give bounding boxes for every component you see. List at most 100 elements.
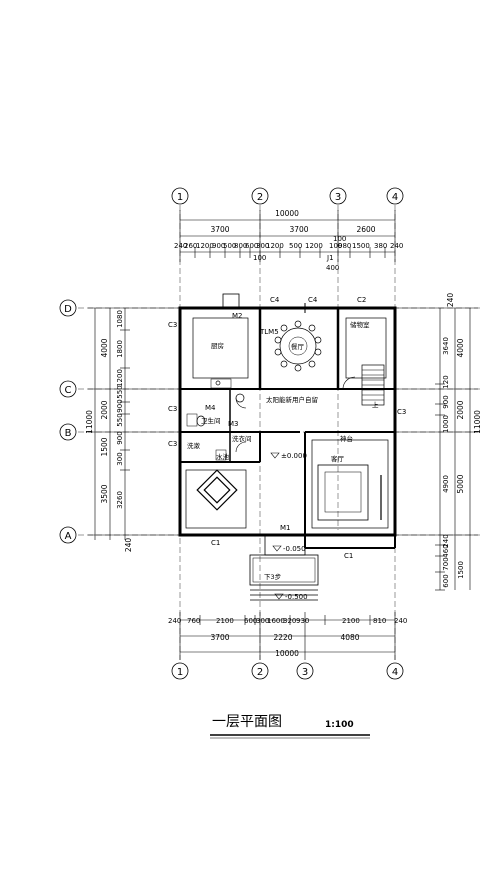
left-detail-5: 550 xyxy=(116,413,124,426)
top-span-3: 2600 xyxy=(356,225,375,234)
bottom-span-2: 2220 xyxy=(273,633,292,642)
left-detail-1: 1800 xyxy=(116,340,124,358)
axis-left-a: A xyxy=(65,531,72,542)
top-detail-14: 380 xyxy=(374,242,387,250)
bottom-detail-10: 240 xyxy=(394,617,407,625)
left-span-2: 1500 xyxy=(100,437,109,456)
right-detail-8: 600 xyxy=(442,574,450,587)
tag-c1-left: C1 xyxy=(211,539,220,547)
top-detail-0: 240 xyxy=(174,242,187,250)
right-span-1: 2000 xyxy=(456,400,465,419)
left-total: 11000 xyxy=(85,410,94,434)
living-label: 客厅 xyxy=(331,454,345,463)
opening-tags: C3 M2 C4 C4 C2 TLM5 C3 M4 M3 C3 C3 M1 C1… xyxy=(168,254,406,560)
bottom-detail-7: 930 xyxy=(296,617,309,625)
kitchen-label: 厨房 xyxy=(211,341,224,350)
top-detail-5: 800 xyxy=(234,242,247,250)
axis-bottom-2: 2 xyxy=(257,667,263,678)
axis-top-1: 1 xyxy=(177,192,183,203)
right-detail-0: 3640 xyxy=(442,337,450,355)
tag-m1: M1 xyxy=(280,524,291,532)
top-span-1: 3700 xyxy=(210,225,229,234)
laundry-label: 洗衣间 xyxy=(232,434,252,443)
axis-bottom-3: 3 xyxy=(302,667,308,678)
bottom-detail-0: 240 xyxy=(168,617,181,625)
top-detail-4: 500 xyxy=(223,242,236,250)
storage-label: 储物室 xyxy=(350,320,370,329)
axis-bottom-1: 1 xyxy=(177,667,183,678)
left-detail-0: 1080 xyxy=(116,310,124,328)
right-detail-9: 1500 xyxy=(457,561,465,579)
top-detail-9: 500 xyxy=(289,242,302,250)
left-span-4: 240 xyxy=(124,538,133,553)
top-detail-11: 100 xyxy=(329,242,342,250)
left-detail-8: 3260 xyxy=(116,491,124,509)
dimension-lines xyxy=(88,210,478,660)
axis-left-d: D xyxy=(64,304,72,315)
right-detail-3: 1000 xyxy=(442,415,450,433)
tag-c3-lower: C3 xyxy=(168,440,177,448)
top-detail-13: 1500 xyxy=(352,242,370,250)
drawing-title: 一层平面图 1:100 xyxy=(210,714,370,739)
tag-c1-right: C1 xyxy=(344,552,353,560)
tag-c4-left: C4 xyxy=(270,296,280,304)
tag-c3-top: C3 xyxy=(168,321,177,329)
dining-label: 餐厅 xyxy=(291,342,305,351)
right-detail-6: 460 xyxy=(442,544,450,557)
tag-m3: M3 xyxy=(228,420,239,428)
left-span-3: 3500 xyxy=(100,484,109,503)
top-total: 10000 xyxy=(275,209,299,218)
toilet-label: 卫生间 xyxy=(201,416,221,425)
top-detail-15: 240 xyxy=(390,242,403,250)
bottom-detail-5: 1600 xyxy=(267,617,285,625)
walls xyxy=(178,293,397,601)
tag-m4: M4 xyxy=(205,404,216,412)
top-detail-6: 600 xyxy=(245,242,258,250)
bottom-detail-9: 810 xyxy=(373,617,386,625)
tag-c4-right: C4 xyxy=(308,296,318,304)
bottom-detail-8: 2100 xyxy=(342,617,360,625)
solar-note: 太阳能新用户自留 xyxy=(266,395,318,404)
bottom-span-3: 4080 xyxy=(340,633,359,642)
furniture xyxy=(186,320,382,521)
altar-label: 神台 xyxy=(340,434,353,443)
top-note-2: 400 xyxy=(326,264,339,272)
tag-m2: M2 xyxy=(232,312,243,320)
right-detail-2: 900 xyxy=(442,395,450,408)
left-detail-7: 300 xyxy=(116,452,124,465)
stair-up-label: 上 xyxy=(372,400,379,409)
top-note-0: 100 xyxy=(253,254,266,262)
right-span-2: 5000 xyxy=(456,474,465,493)
tag-j1: J1 xyxy=(326,254,334,262)
right-detail-4: 4900 xyxy=(442,475,450,493)
level-ground: -0.500 xyxy=(285,593,308,601)
bottom-dimensions: 240 760 2100 600 300 1600 320 930 2100 8… xyxy=(168,617,407,658)
left-detail-3: 550 xyxy=(116,385,124,398)
top-detail-2: 1200 xyxy=(196,242,214,250)
left-detail-4: 900 xyxy=(116,399,124,412)
right-detail-1: 120 xyxy=(442,375,450,388)
left-detail-6: 900 xyxy=(116,431,124,444)
tag-tlm5: TLM5 xyxy=(259,328,279,336)
right-span-0: 4000 xyxy=(456,338,465,357)
axis-top-2: 2 xyxy=(257,192,263,203)
right-total: 11000 xyxy=(473,410,482,434)
wash-label: 洗漱 xyxy=(187,441,201,450)
top-detail-1: 260 xyxy=(184,242,197,250)
bottom-detail-1: 760 xyxy=(187,617,200,625)
water-label: 水池 xyxy=(216,452,230,461)
bottom-detail-6: 320 xyxy=(283,617,296,625)
bottom-span-1: 3700 xyxy=(210,633,229,642)
axis-left-b: B xyxy=(65,428,72,439)
bottom-total: 10000 xyxy=(275,649,299,658)
level-marks: ±0.000 -0.050 -0.500 xyxy=(270,452,308,601)
tag-c3-right: C3 xyxy=(397,408,406,416)
axis-left-c: C xyxy=(65,385,72,396)
top-detail-3: 900 xyxy=(212,242,225,250)
bottom-detail-3: 600 xyxy=(244,617,257,625)
left-span-0: 4000 xyxy=(100,338,109,357)
right-detail-5: 240 xyxy=(442,534,450,547)
left-span-1: 2000 xyxy=(100,400,109,419)
axis-labels: 1 2 3 4 1 2 3 4 D C B A xyxy=(64,192,398,678)
